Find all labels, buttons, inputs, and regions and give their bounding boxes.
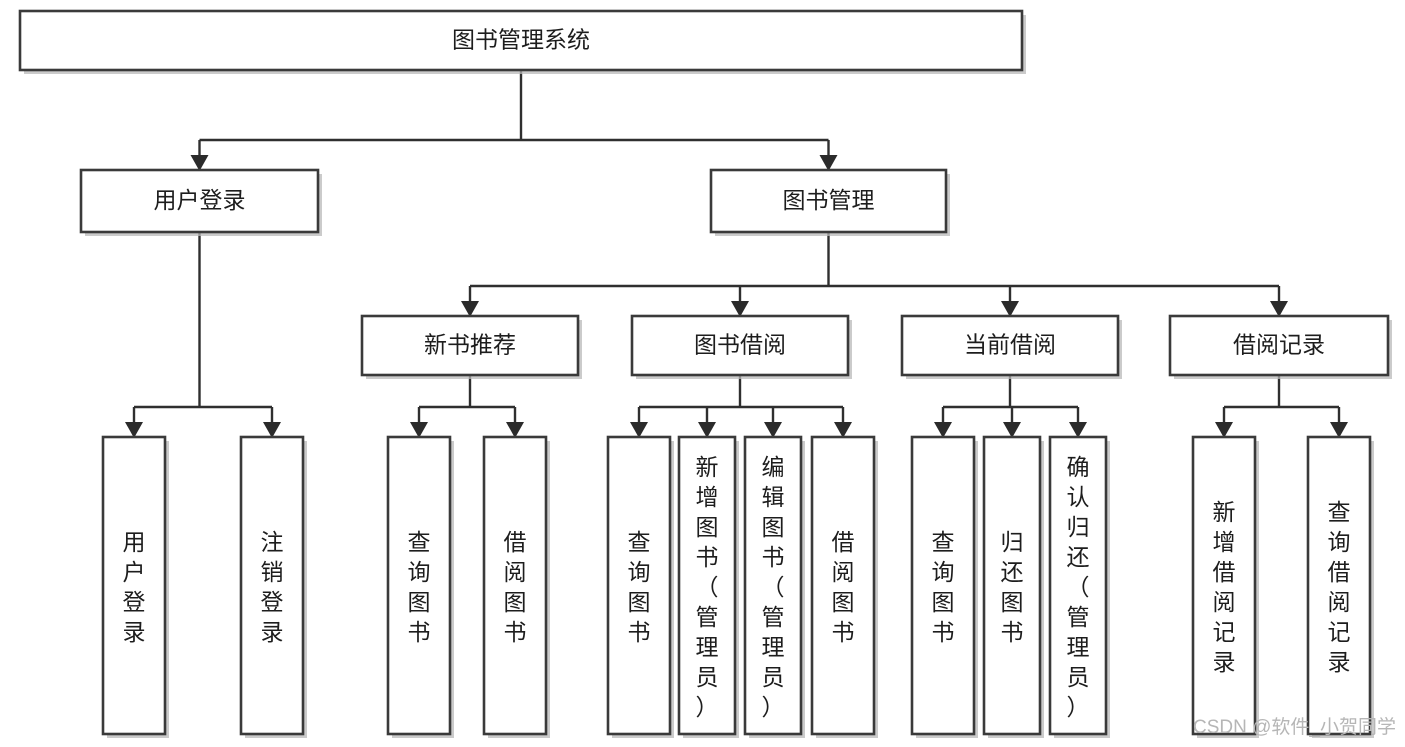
node-label-book-management: 图书管理 bbox=[783, 187, 875, 213]
node-leaf-query-book-current[interactable]: 查询图书 bbox=[910, 435, 978, 738]
edge-group-user-login bbox=[125, 232, 281, 438]
node-box-root[interactable] bbox=[18, 9, 1024, 72]
node-current-borrow[interactable]: 当前借阅 bbox=[900, 314, 1122, 379]
node-label-current-borrow: 当前借阅 bbox=[964, 332, 1056, 358]
node-leaf-edit-book[interactable]: 编辑图书（管理员） bbox=[743, 435, 805, 738]
node-leaf-query-borrow-record[interactable]: 查询借阅记录 bbox=[1306, 435, 1374, 738]
csdn-watermark: CSDN @软件_小贺同学 bbox=[1193, 716, 1396, 738]
node-box-leaf-return-book[interactable] bbox=[982, 435, 1042, 736]
node-box-leaf-confirm-return[interactable] bbox=[1048, 435, 1108, 736]
node-borrow-record[interactable]: 借阅记录 bbox=[1168, 314, 1392, 379]
node-box-leaf-query-book-recommend[interactable] bbox=[386, 435, 452, 736]
node-box-borrow-record[interactable] bbox=[1168, 314, 1390, 377]
node-box-leaf-borrow-book-recommend[interactable] bbox=[482, 435, 548, 736]
node-box-leaf-user-logout[interactable] bbox=[239, 435, 305, 736]
node-leaf-add-book[interactable]: 新增图书（管理员） bbox=[677, 435, 739, 738]
node-box-leaf-edit-book[interactable] bbox=[743, 435, 803, 736]
node-label-leaf-add-borrow-record: 新增借阅记录 bbox=[1213, 499, 1236, 675]
node-label-leaf-query-book-recommend: 查询图书 bbox=[408, 529, 431, 645]
node-box-leaf-query-book-borrow[interactable] bbox=[606, 435, 672, 736]
edge-group-current-borrow bbox=[934, 375, 1087, 438]
node-book-management[interactable]: 图书管理 bbox=[709, 168, 950, 236]
node-leaf-borrow-book[interactable]: 借阅图书 bbox=[810, 435, 878, 738]
node-label-leaf-edit-book: 编辑图书（管理员） bbox=[762, 454, 785, 720]
node-label-leaf-query-book-current: 查询图书 bbox=[932, 529, 955, 645]
node-box-current-borrow[interactable] bbox=[900, 314, 1120, 377]
node-leaf-return-book[interactable]: 归还图书 bbox=[982, 435, 1044, 738]
node-label-leaf-add-book: 新增图书（管理员） bbox=[696, 454, 719, 720]
node-leaf-add-borrow-record[interactable]: 新增借阅记录 bbox=[1191, 435, 1259, 738]
node-leaf-query-book-borrow[interactable]: 查询图书 bbox=[606, 435, 674, 738]
edge-group-new-book-recommend bbox=[410, 375, 524, 438]
node-label-leaf-borrow-book: 借阅图书 bbox=[832, 529, 855, 645]
node-leaf-user-logout[interactable]: 注销登录 bbox=[239, 435, 307, 738]
node-label-leaf-borrow-book-recommend: 借阅图书 bbox=[504, 529, 527, 645]
node-box-leaf-borrow-book[interactable] bbox=[810, 435, 876, 736]
node-leaf-confirm-return[interactable]: 确认归还（管理员） bbox=[1048, 435, 1110, 738]
node-user-login[interactable]: 用户登录 bbox=[79, 168, 322, 236]
node-book-borrow[interactable]: 图书借阅 bbox=[630, 314, 852, 379]
node-leaf-borrow-book-recommend[interactable]: 借阅图书 bbox=[482, 435, 550, 738]
edge-group-borrow-record bbox=[1215, 375, 1348, 438]
node-label-book-borrow: 图书借阅 bbox=[694, 332, 786, 358]
node-box-leaf-add-borrow-record[interactable] bbox=[1191, 435, 1257, 736]
node-new-book-recommend[interactable]: 新书推荐 bbox=[360, 314, 582, 379]
node-box-book-management[interactable] bbox=[709, 168, 948, 234]
edge-group-book-borrow bbox=[630, 375, 852, 438]
connector-layer bbox=[125, 70, 1348, 438]
node-label-new-book-recommend: 新书推荐 bbox=[424, 332, 516, 358]
node-label-leaf-query-borrow-record: 查询借阅记录 bbox=[1328, 499, 1351, 675]
edge-group-book-management bbox=[461, 232, 1288, 317]
node-box-user-login[interactable] bbox=[79, 168, 320, 234]
node-root[interactable]: 图书管理系统 bbox=[18, 9, 1026, 74]
node-label-leaf-user-login: 用户登录 bbox=[123, 529, 146, 645]
node-layer: 图书管理系统用户登录图书管理新书推荐图书借阅当前借阅借阅记录用户登录注销登录查询… bbox=[18, 9, 1392, 738]
node-label-leaf-query-book-borrow: 查询图书 bbox=[628, 529, 651, 645]
edge-group-root bbox=[190, 70, 838, 171]
node-leaf-query-book-recommend[interactable]: 查询图书 bbox=[386, 435, 454, 738]
node-leaf-user-login[interactable]: 用户登录 bbox=[101, 435, 169, 738]
node-box-leaf-query-borrow-record[interactable] bbox=[1306, 435, 1372, 736]
node-label-root: 图书管理系统 bbox=[452, 27, 590, 53]
node-box-leaf-query-book-current[interactable] bbox=[910, 435, 976, 736]
node-label-leaf-confirm-return: 确认归还（管理员） bbox=[1067, 454, 1090, 720]
node-box-new-book-recommend[interactable] bbox=[360, 314, 580, 377]
node-label-user-login: 用户登录 bbox=[154, 187, 246, 213]
node-label-leaf-user-logout: 注销登录 bbox=[261, 529, 284, 645]
node-label-borrow-record: 借阅记录 bbox=[1233, 332, 1325, 358]
node-box-book-borrow[interactable] bbox=[630, 314, 850, 377]
node-box-leaf-user-login[interactable] bbox=[101, 435, 167, 736]
node-box-leaf-add-book[interactable] bbox=[677, 435, 737, 736]
node-label-leaf-return-book: 归还图书 bbox=[1001, 529, 1024, 645]
